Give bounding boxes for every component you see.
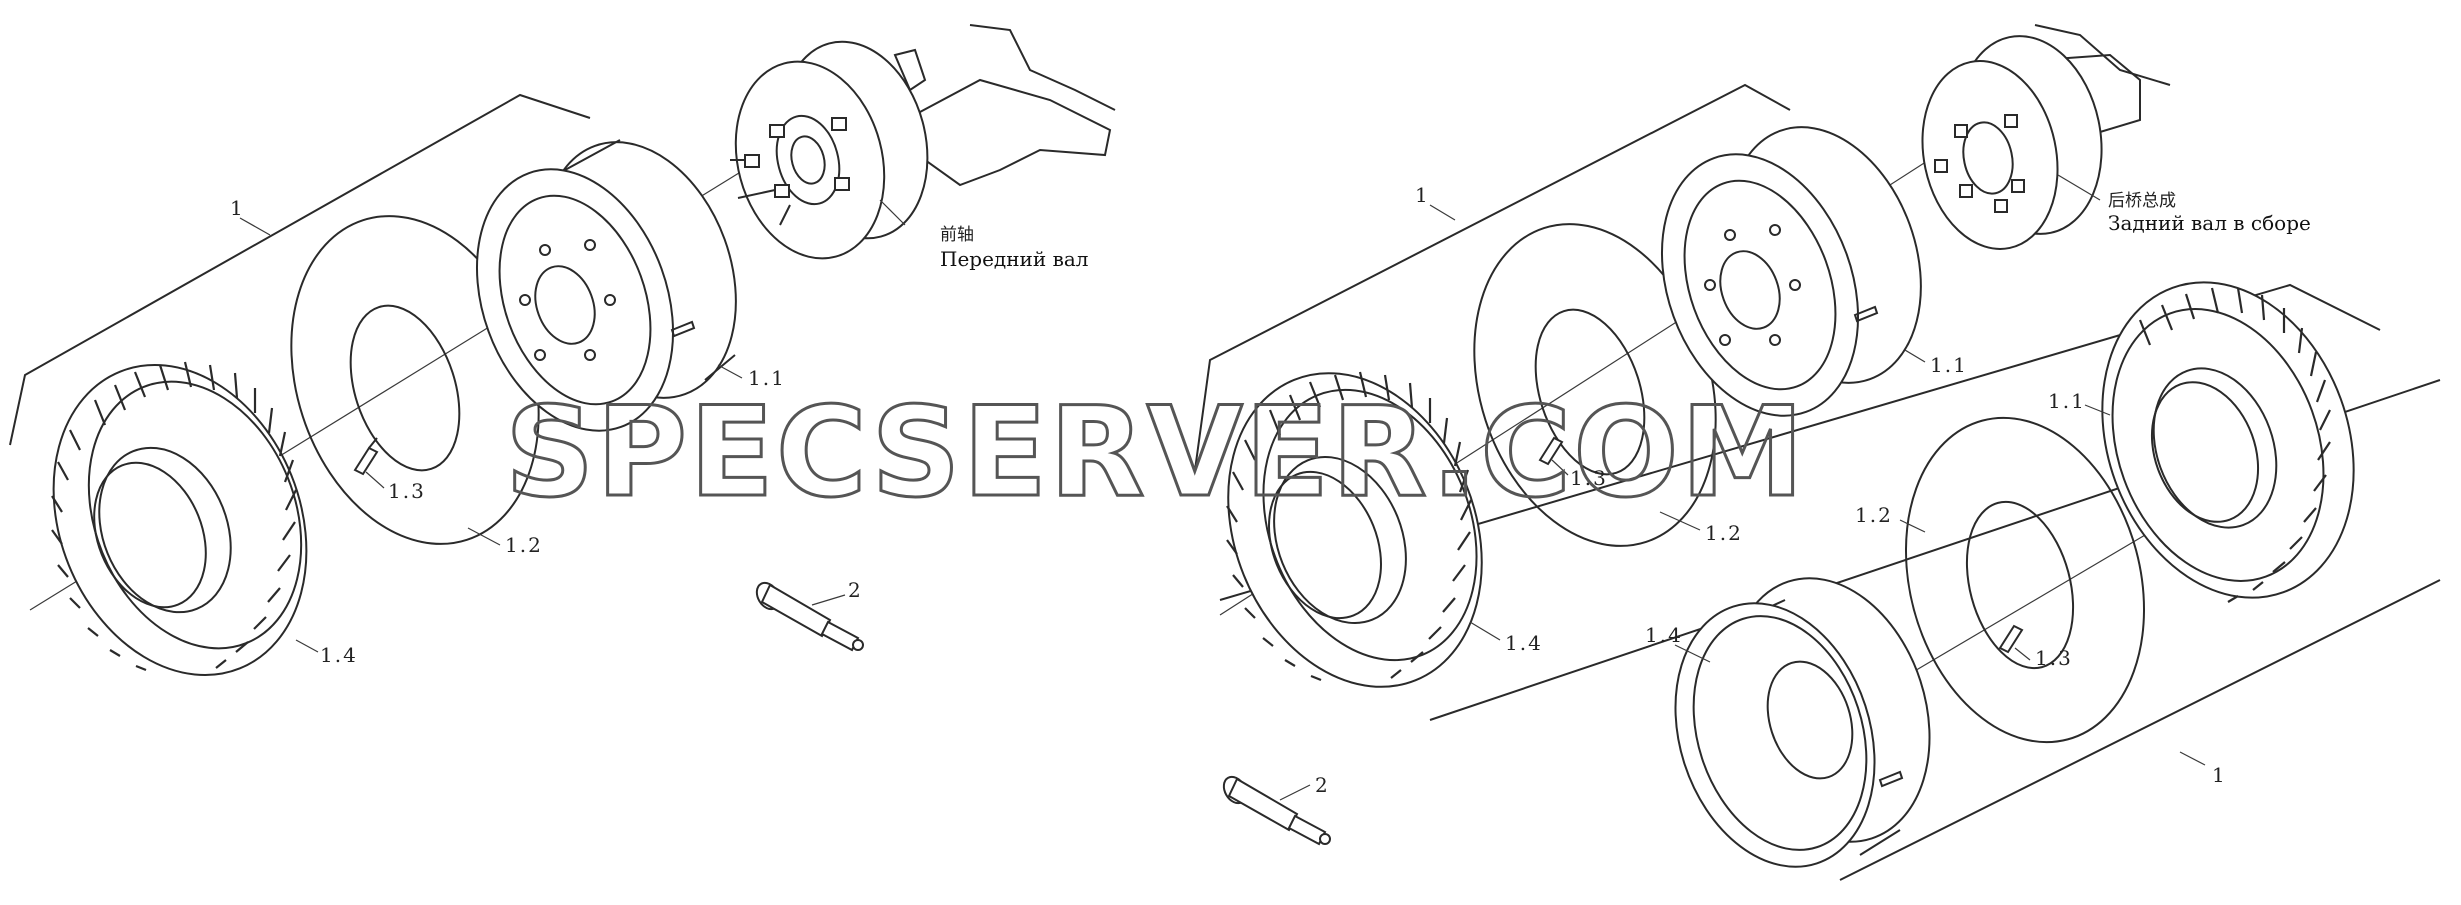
rear-leader-1-4-lower [1674,644,1711,663]
front-rim [475,139,737,432]
rear-leader-1-upper [1429,204,1456,221]
front-valve [353,437,379,476]
front-callout-tire: 1.4 [320,643,358,667]
front-tool [755,581,864,652]
front-callout-valve: 1.3 [388,479,426,503]
rear-leader-1-3-upper [1551,459,1569,476]
rear-axle-label-ru: Задний вал в сборе [2108,211,2311,235]
watermark: SPECSERVER.COM [505,381,1806,525]
rear-leader-2 [1279,784,1311,801]
front-callout-rim: 1.1 [748,366,786,390]
rear-right-valve [1998,624,2024,654]
rear-callout-1-lower: 1 [2212,763,2227,787]
front-leader-axle [879,199,906,226]
rear-callout-valve-upper: 1.3 [1570,466,1608,490]
front-leader-1-2 [467,527,501,546]
rear-leader-1-1-upper [1904,349,1926,363]
rear-tool [1222,775,1331,846]
rear-assembly: 1 1.1 1.2 1.3 1.4 1.1 1.2 1.3 1.4 1 2 后桥… [1194,24,2441,881]
rear-callout-tube-upper: 1.2 [1705,521,1743,545]
rear-leader-axle [2057,174,2101,201]
rear-upper-bracket-line [1194,83,1791,471]
rear-leader-1-lower [2179,751,2206,766]
rear-axle [1921,24,2171,250]
rear-right-tube [1904,416,2146,744]
rear-callout-tool: 2 [1315,773,1330,797]
rear-callout-tire-upper: 1.4 [1505,631,1543,655]
front-tire [51,361,308,677]
front-callout-tool: 2 [848,578,863,602]
rear-leader-1-3-right [2014,647,2031,661]
front-leader-1 [239,217,271,236]
rear-leader-1-1-right [2084,404,2111,416]
rear-callout-rim-upper: 1.1 [1930,353,1968,377]
front-callout-1: 1 [230,196,245,220]
front-leader-1-1 [717,364,743,379]
rear-leader-1-4-upper [1469,621,1501,641]
front-axle [730,24,1116,260]
front-callout-tube: 1.2 [505,533,543,557]
rear-callout-valve-right: 1.3 [2035,646,2073,670]
front-leader-1-4 [295,639,319,653]
front-bracket-line [9,93,591,446]
rear-callout-tube-right: 1.2 [1855,503,1893,527]
front-leader-1-3 [365,471,385,489]
rear-upper-rim [1660,126,1922,417]
rear-callout-rim-lower: 1.4 [1645,623,1683,647]
front-assembly: 1 1.1 1.2 1.3 1.4 2 前轴 Передний вал [9,24,1116,677]
front-leader-2 [811,594,846,606]
rear-callout-tire-right: 1.1 [2048,389,2086,413]
rear-right-tire [2101,281,2355,603]
front-axle-label-ru: Передний вал [940,247,1088,271]
rear-axle-label-cn: 后桥总成 [2108,191,2176,211]
rear-upper-valve [1538,436,1564,466]
rear-leader-1-2-right [1899,519,1926,533]
rear-callout-1-upper: 1 [1415,183,1430,207]
front-axle-label-cn: 前轴 [940,225,974,245]
rear-upper-tire [1226,371,1483,688]
rear-lower-rim [1674,577,1931,868]
rear-leader-1-2-upper [1659,511,1701,531]
